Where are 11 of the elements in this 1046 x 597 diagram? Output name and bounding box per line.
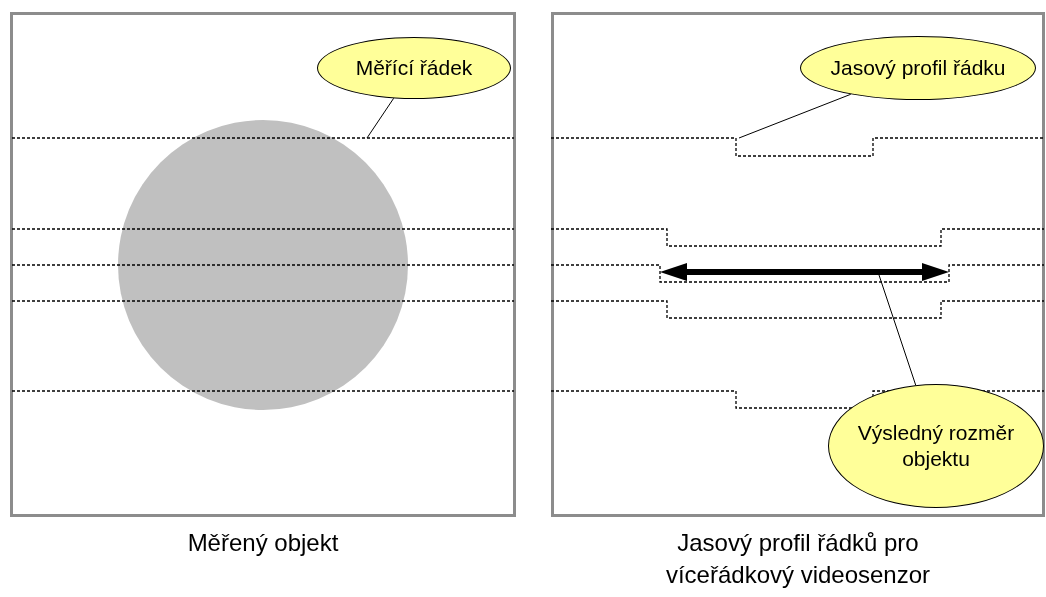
brightness-profile <box>551 137 1045 157</box>
leader-line <box>366 97 395 139</box>
leader-line <box>738 93 852 139</box>
scan-line <box>11 137 515 139</box>
object-disk <box>118 120 408 410</box>
panel-caption: Jasový profil řádků pro víceřádkový videosenzor <box>664 528 932 590</box>
dimension-arrow <box>660 263 949 281</box>
callout-ellipse: Měřící řádek <box>317 37 511 99</box>
panel-caption: Měřený objekt <box>187 528 339 558</box>
callout-ellipse: Jasový profil řádku <box>800 36 1036 100</box>
callout-ellipse: Výsledný rozměr objektu <box>828 384 1044 508</box>
